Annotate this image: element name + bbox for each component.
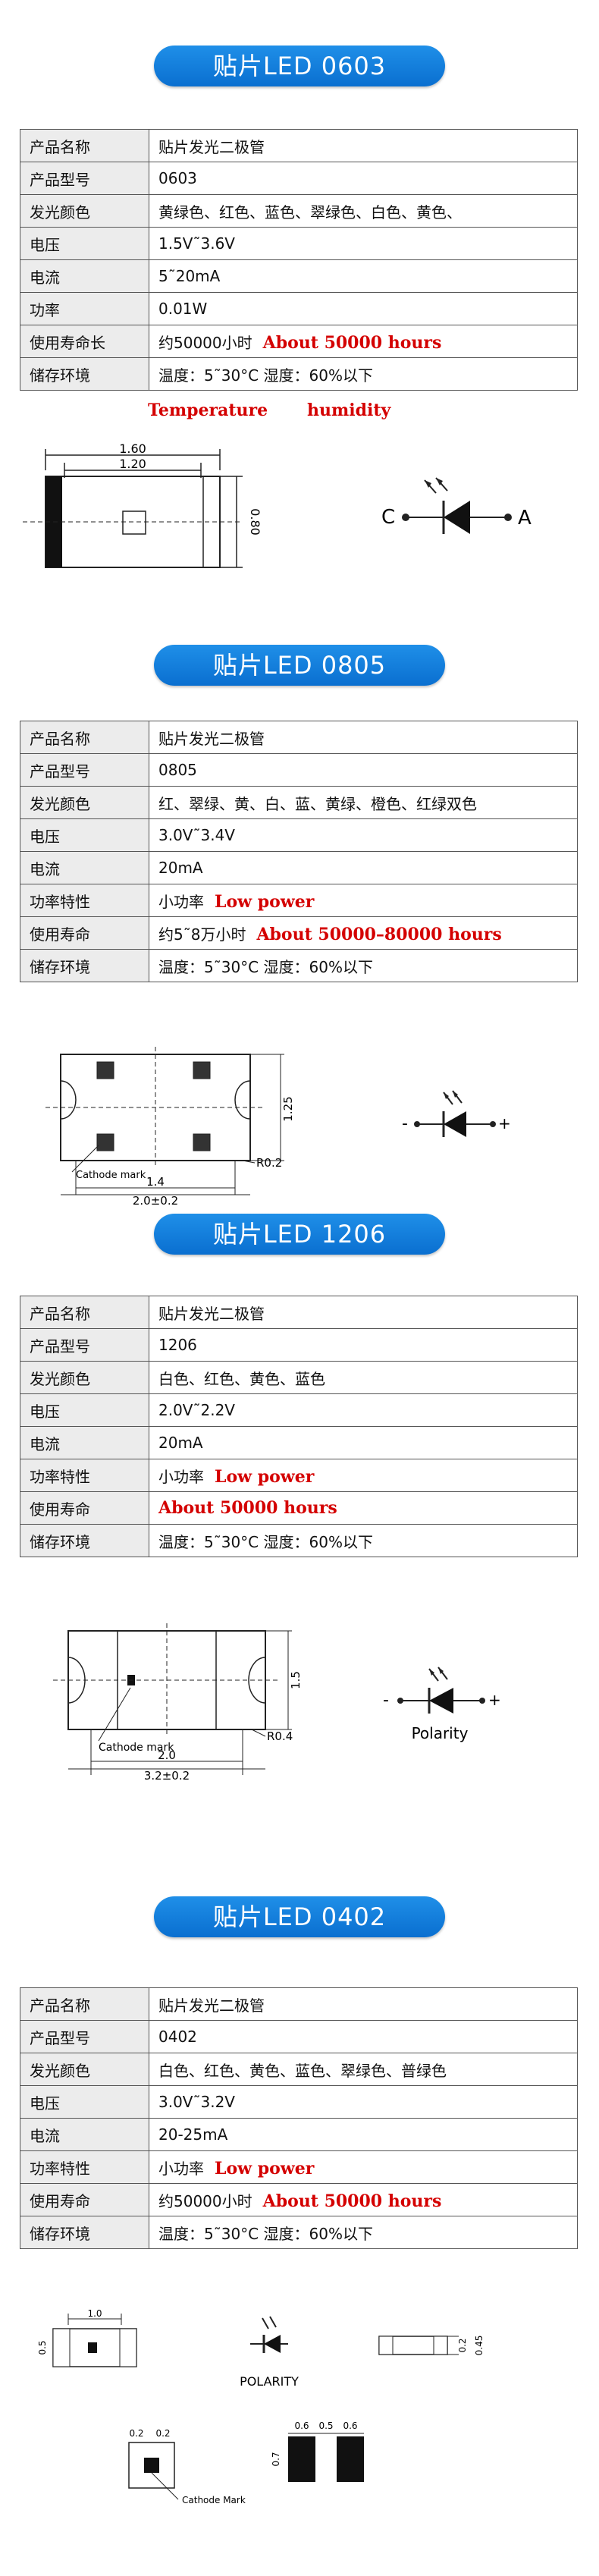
polarity-label: Polarity	[412, 1724, 469, 1742]
dim-label: 1.25	[281, 1096, 295, 1121]
dim-label: 1.4	[146, 1175, 165, 1189]
table-row: 发光颜色白色、红色、黄色、蓝色	[20, 1361, 578, 1394]
dim-label: 0.5	[38, 2340, 48, 2355]
dim-label: 2.0	[158, 1748, 176, 1762]
dim-label: 0.80	[248, 508, 262, 536]
table-row: 储存环境温度：5˜30°C 湿度：60%以下	[20, 1524, 578, 1557]
cathode-mark-label: Cathode mark	[76, 1170, 146, 1181]
package-drawing-0603: 1.60 1.20 0.80	[23, 441, 262, 568]
dim-label: 1.60	[119, 441, 146, 456]
power-note: Low power	[215, 891, 315, 912]
minus-label: -	[402, 1114, 408, 1133]
table-row: 发光颜色红、翠绿、黄、白、蓝、黄绿、橙色、红绿双色	[20, 786, 578, 819]
dim-label: 0.2	[457, 2338, 468, 2352]
lifetime-note: About 50000 hours	[158, 1498, 337, 1518]
diode-symbol-0805: - +	[402, 1090, 511, 1137]
dim-label: 0.7	[271, 2452, 281, 2466]
plus-label: +	[488, 1691, 501, 1709]
diode-symbol-0603: C A	[381, 477, 532, 534]
polarity-label: POLARITY	[240, 2374, 299, 2389]
dim-label: 0.45	[474, 2336, 485, 2356]
table-row: 发光颜色黄绿色、红色、蓝色、翠绿色、白色、黄色、	[20, 194, 578, 228]
table-row: 储存环境温度：5˜30°C 湿度：60%以下	[20, 357, 578, 391]
lifetime-note: About 50000 hours	[262, 2191, 442, 2211]
table-row: 储存环境温度：5˜30°C 湿度：60%以下	[20, 949, 578, 982]
cathode-mark-label: Cathode mark	[99, 1742, 174, 1754]
section-title: 贴片LED 0402	[154, 1896, 445, 1937]
section-title: 贴片LED 1206	[154, 1214, 445, 1255]
minus-label: -	[383, 1691, 389, 1710]
table-row: 发光颜色白色、红色、黄色、蓝色、翠绿色、普绿色	[20, 2053, 578, 2086]
dim-label: 3.2±0.2	[144, 1769, 190, 1783]
package-top-view-0402: 1.0 0.5	[38, 2308, 137, 2367]
cathode-mark-label: Cathode Mark	[182, 2495, 246, 2505]
lifetime-note: About 50000 hours	[262, 332, 442, 353]
package-side-view-0402: 0.2 0.45	[378, 2336, 485, 2356]
diode-symbol-0402: POLARITY	[240, 2316, 299, 2389]
temperature-annotation: Temperature	[148, 401, 268, 420]
table-row: 储存环境温度：5˜30°C 湿度：60%以下	[20, 2216, 578, 2249]
package-drawing-1206: 1.5 R0.4 Cathode mark 2.0 3.2±0.2	[53, 1623, 303, 1783]
table-row: 产品名称贴片发光二极管	[20, 1987, 578, 2021]
package-bottom-view-0402: 0.2 0.2 Cathode Mark	[128, 2428, 246, 2505]
section-title: 贴片LED 0603	[154, 46, 445, 86]
dim-label: 1.20	[119, 457, 146, 471]
dim-label: 0.6	[294, 2420, 309, 2431]
table-row: 产品名称贴片发光二极管	[20, 721, 578, 754]
table-row: 产品名称贴片发光二极管	[20, 1296, 578, 1329]
cathode-label: C	[381, 506, 395, 529]
table-row: 产品名称贴片发光二极管	[20, 129, 578, 162]
dim-label: 1.0	[87, 2308, 102, 2319]
diode-symbol-1206: - + Polarity	[383, 1667, 501, 1742]
package-drawing-0805: 1.25 R0.2 Cathode mark 1.4 2.0±0.2	[45, 1047, 295, 1206]
dim-label: 0.6	[343, 2420, 357, 2431]
dim-label: 0.5	[318, 2420, 333, 2431]
dim-label: 2.0±0.2	[133, 1194, 178, 1206]
solder-pad-drawing-0402: 0.6 0.5 0.6 0.7	[271, 2420, 364, 2482]
dim-label: 1.5	[289, 1671, 303, 1689]
power-note: Low power	[215, 1466, 315, 1487]
dim-label: 0.2	[155, 2428, 170, 2439]
plus-label: +	[498, 1114, 511, 1132]
lifetime-note: About 50000–80000 hours	[256, 924, 502, 944]
section-title: 贴片LED 0805	[154, 645, 445, 686]
humidity-annotation: humidity	[307, 401, 391, 420]
power-note: Low power	[215, 2158, 315, 2179]
dim-label: 0.2	[129, 2428, 143, 2439]
dim-label: R0.2	[256, 1156, 282, 1170]
anode-label: A	[518, 507, 532, 529]
dim-label: R0.4	[267, 1729, 293, 1743]
